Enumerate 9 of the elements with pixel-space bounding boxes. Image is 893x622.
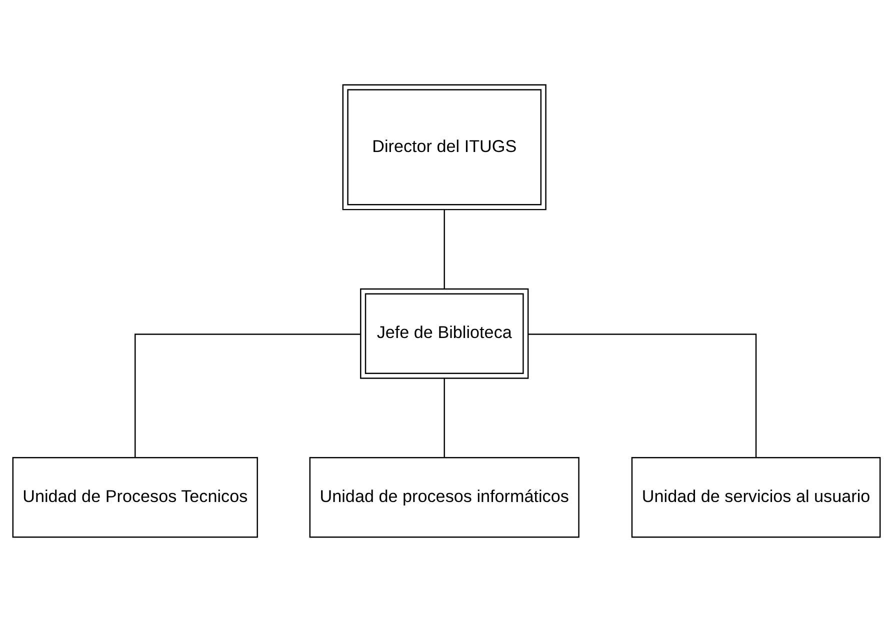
- connector: [444, 210, 445, 289]
- connector: [528, 334, 757, 458]
- connector: [444, 378, 445, 458]
- node-box: Unidad de Procesos Tecnicos: [12, 457, 258, 538]
- node-box: Unidad de procesos informáticos: [309, 457, 580, 538]
- node-box: Director del ITUGS: [342, 84, 546, 210]
- node-box: Unidad de servicios al usuario: [631, 457, 881, 538]
- connector: [134, 334, 360, 458]
- node-box: Jefe de Biblioteca: [360, 288, 529, 379]
